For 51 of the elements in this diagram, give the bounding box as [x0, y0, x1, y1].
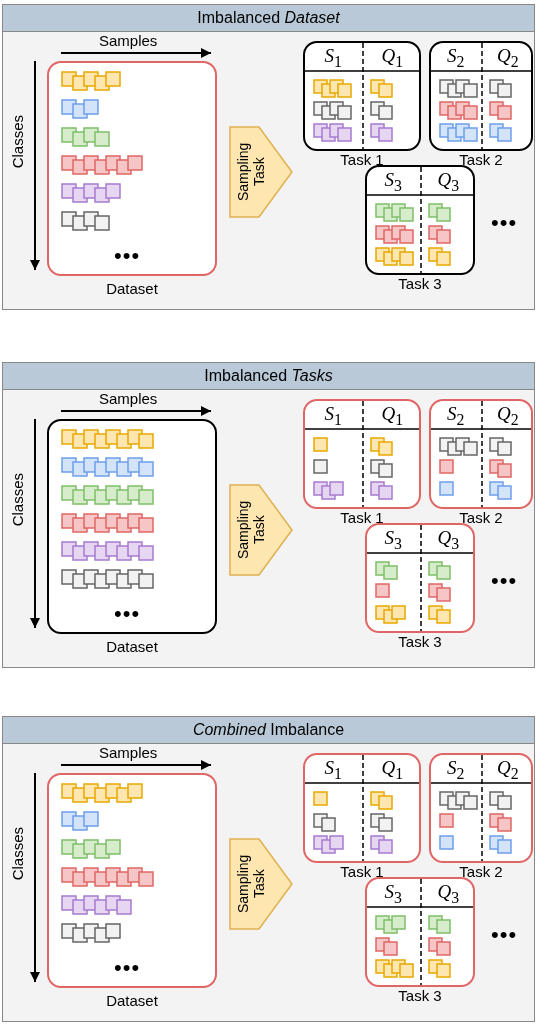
- axis-label: Samples: [99, 32, 158, 49]
- axis-label: Samples: [99, 390, 158, 407]
- set-symbol: Q$_{2}$: [497, 757, 519, 783]
- task-caption: Task 2: [459, 151, 503, 168]
- dataset-caption: Dataset: [106, 992, 158, 1009]
- edge-label: Sampling Task: [235, 141, 267, 204]
- set-symbol: S$_{3}$: [384, 169, 402, 195]
- set-symbol: S$_{2}$: [447, 757, 465, 783]
- ellipsis-dots: •••: [491, 925, 518, 945]
- set-symbol: S$_{3}$: [384, 527, 402, 553]
- task-caption: Task 2: [459, 509, 503, 526]
- edge-label: Sampling Task: [235, 499, 267, 562]
- axis-label: Classes: [9, 473, 26, 527]
- ellipsis-dots: •••: [114, 246, 141, 266]
- panel-background: [2, 4, 535, 310]
- ellipsis-dots: •••: [114, 604, 141, 624]
- set-symbol: Q$_{2}$: [497, 45, 519, 71]
- axis-label: Samples: [99, 744, 158, 761]
- axis-label: Classes: [9, 115, 26, 169]
- set-symbol: Q$_{3}$: [437, 881, 460, 907]
- task-caption: Task 2: [459, 863, 503, 880]
- dataset-caption: Dataset: [106, 280, 158, 297]
- dataset-caption: Dataset: [106, 638, 158, 655]
- task-caption: Task 3: [398, 275, 442, 292]
- panel-title: Combined Imbalance: [3, 717, 534, 744]
- ellipsis-dots: •••: [491, 571, 518, 591]
- set-symbol: Q$_{1}$: [381, 757, 404, 783]
- panel-background: [2, 362, 535, 668]
- set-symbol: Q$_{2}$: [497, 403, 519, 429]
- task-caption: Task 1: [340, 151, 384, 168]
- panel-background: [2, 716, 535, 1022]
- task-caption: Task 3: [398, 633, 442, 650]
- set-symbol: S$_{2}$: [447, 45, 465, 71]
- set-symbol: Q$_{3}$: [437, 169, 460, 195]
- set-symbol: S$_{3}$: [384, 881, 402, 907]
- set-symbol: S$_{2}$: [447, 403, 465, 429]
- panel-title: Imbalanced Dataset: [3, 5, 534, 32]
- panel-title: Imbalanced Tasks: [3, 363, 534, 390]
- edge-label: Sampling Task: [235, 853, 267, 916]
- ellipsis-dots: •••: [491, 213, 518, 233]
- set-symbol: Q$_{1}$: [381, 403, 404, 429]
- set-symbol: S$_{1}$: [324, 757, 342, 783]
- task-caption: Task 1: [340, 509, 384, 526]
- ellipsis-dots: •••: [114, 958, 141, 978]
- set-symbol: Q$_{1}$: [381, 45, 404, 71]
- task-caption: Task 3: [398, 987, 442, 1004]
- set-symbol: S$_{1}$: [324, 403, 342, 429]
- set-symbol: Q$_{3}$: [437, 527, 460, 553]
- task-caption: Task 1: [340, 863, 384, 880]
- axis-label: Classes: [9, 827, 26, 881]
- set-symbol: S$_{1}$: [324, 45, 342, 71]
